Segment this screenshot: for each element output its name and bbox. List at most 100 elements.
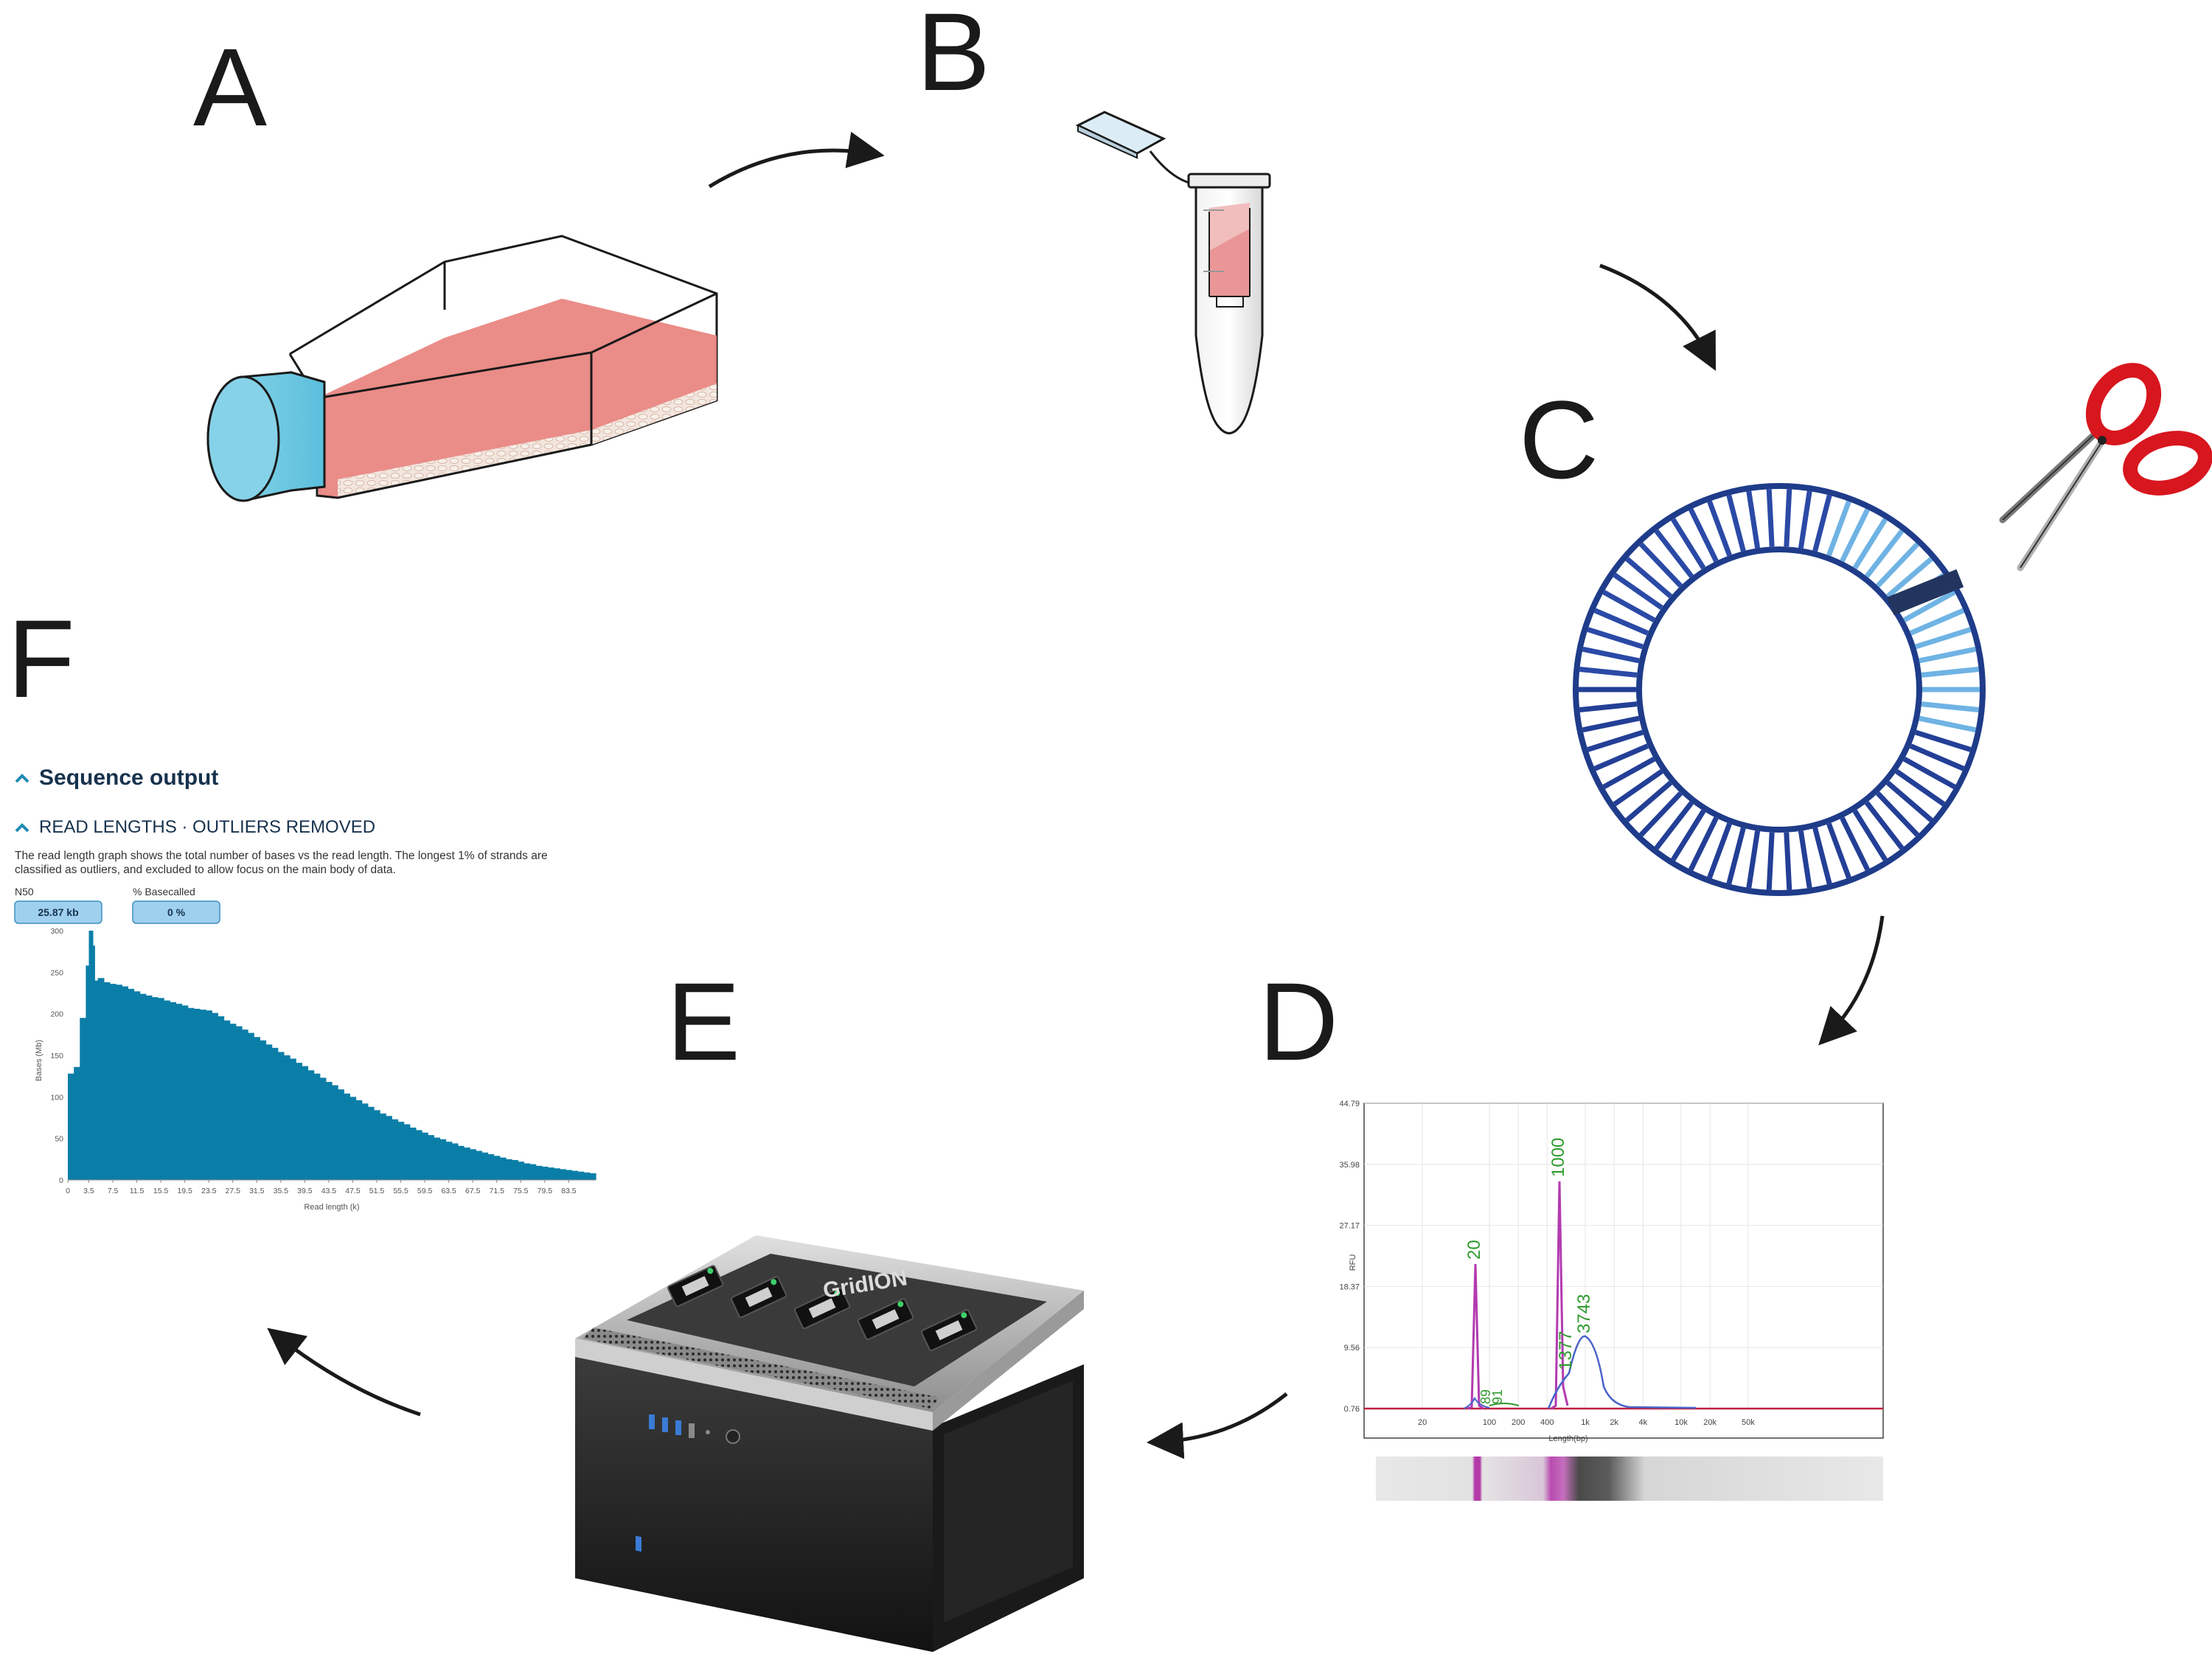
x-tick-label: 20k xyxy=(1703,1418,1717,1427)
histogram-bar xyxy=(518,1162,524,1180)
dna-rung xyxy=(1784,832,1792,890)
histogram-bar xyxy=(254,1037,260,1180)
histogram-bar xyxy=(577,1171,585,1180)
basecalled-value: 0 % xyxy=(167,906,186,918)
x-tick-label: 47.5 xyxy=(345,1187,361,1195)
histogram-bar xyxy=(181,1005,189,1180)
dna-rung xyxy=(1876,791,1919,837)
flow-cell xyxy=(920,1309,978,1352)
histogram-bar xyxy=(260,1040,267,1180)
cell-culture-flask-illustration xyxy=(206,235,718,502)
dna-rung xyxy=(1625,557,1673,599)
y-tick-label: 35.98 xyxy=(1339,1161,1360,1170)
collapse-chevron-icon[interactable] xyxy=(15,823,29,833)
histogram-bar xyxy=(139,993,147,1180)
dna-rung xyxy=(1587,729,1644,752)
histogram-bar xyxy=(229,1024,237,1180)
peak-label-89: 89 xyxy=(1478,1389,1493,1404)
x-tick-label: 23.5 xyxy=(201,1187,217,1195)
flow-cell xyxy=(730,1276,787,1319)
dna-rung xyxy=(1852,809,1888,861)
histogram-bar xyxy=(451,1143,459,1180)
collapse-chevron-icon[interactable] xyxy=(15,774,29,783)
histogram-bar xyxy=(554,1168,560,1180)
x-tick-label: 51.5 xyxy=(369,1187,385,1195)
dna-rung xyxy=(1909,608,1965,636)
peak-label-20: 20 xyxy=(1464,1240,1484,1260)
histogram-bar xyxy=(265,1044,273,1180)
dna-rung xyxy=(1602,757,1656,790)
dna-rung xyxy=(1840,508,1870,563)
dna-rung xyxy=(1812,827,1832,885)
dna-rung xyxy=(1798,490,1812,549)
histogram-bar xyxy=(235,1026,243,1180)
x-tick-label: 71.5 xyxy=(490,1187,505,1195)
restriction-site-marker xyxy=(1886,569,1964,616)
histogram-bar xyxy=(529,1164,537,1180)
histogram-bar xyxy=(434,1137,441,1180)
dna-rung xyxy=(1707,500,1732,557)
histogram-bar xyxy=(307,1070,315,1180)
y-tick-label: 0 xyxy=(59,1176,63,1185)
histogram-bar xyxy=(560,1169,566,1180)
x-tick-label: 35.5 xyxy=(274,1187,289,1195)
peak-label-1377: 1377 xyxy=(1556,1331,1576,1370)
histogram-bar xyxy=(241,1030,248,1180)
y-tick-label: 250 xyxy=(50,968,63,977)
panel-letter-c: C xyxy=(1519,378,1599,501)
dna-rung xyxy=(1915,729,1972,752)
histogram-bar xyxy=(476,1150,483,1180)
y-tick-label: 50 xyxy=(55,1135,63,1144)
dna-rung xyxy=(1582,646,1640,664)
dna-rung xyxy=(1784,489,1792,547)
dna-rung xyxy=(1613,572,1663,611)
dna-rung xyxy=(1919,715,1977,733)
x-tick-label: 11.5 xyxy=(130,1187,145,1195)
arrow-b-to-c xyxy=(1599,263,1717,371)
dna-rung xyxy=(1654,529,1694,578)
dna-rung xyxy=(1876,542,1919,588)
histogram-bar xyxy=(170,1001,177,1180)
histogram-bar xyxy=(589,1173,597,1180)
arrow-c-to-d xyxy=(1818,915,1885,1046)
histogram-bar xyxy=(439,1139,447,1180)
dna-rung xyxy=(1812,494,1832,552)
x-tick-label: 31.5 xyxy=(249,1187,265,1195)
dna-rung xyxy=(1613,768,1663,807)
histogram-bar xyxy=(373,1110,380,1180)
basecalled-label: % Basecalled xyxy=(133,886,195,898)
x-tick-label: 50k xyxy=(1742,1418,1755,1427)
histogram-bar xyxy=(571,1170,579,1180)
histogram-bar xyxy=(361,1103,369,1180)
dna-rung xyxy=(1798,830,1812,889)
histogram-bar xyxy=(541,1166,549,1180)
x-tick-label: 83.5 xyxy=(561,1187,577,1195)
histogram-bar xyxy=(505,1159,512,1180)
dna-rung xyxy=(1826,822,1851,879)
x-tick-label: 7.5 xyxy=(108,1187,119,1195)
y-tick-label: 27.17 xyxy=(1339,1222,1360,1231)
dna-rung xyxy=(1582,715,1640,733)
histogram-bar xyxy=(344,1093,351,1180)
x-tick-label: 15.5 xyxy=(153,1187,169,1195)
dna-rung xyxy=(1671,809,1706,861)
histogram-bar xyxy=(512,1159,518,1180)
dna-rung xyxy=(1602,589,1656,622)
histogram-bar xyxy=(145,995,153,1180)
x-tick-label: 59.5 xyxy=(417,1187,433,1195)
x-tick-label: 27.5 xyxy=(226,1187,241,1195)
dna-rung xyxy=(1639,542,1683,588)
histogram-bar xyxy=(445,1142,453,1180)
peak-20 xyxy=(1467,1263,1484,1410)
peak-label-1000: 1000 xyxy=(1548,1138,1568,1177)
basecalled-badge xyxy=(132,900,220,924)
panel-letter-f: F xyxy=(7,597,75,721)
histogram-bar xyxy=(164,1000,170,1180)
histogram-bar xyxy=(97,978,105,1180)
dna-rung xyxy=(1852,518,1888,570)
histogram-bar xyxy=(493,1156,501,1180)
x-tick-label: 19.5 xyxy=(177,1187,192,1195)
histogram-bar xyxy=(248,1032,254,1180)
